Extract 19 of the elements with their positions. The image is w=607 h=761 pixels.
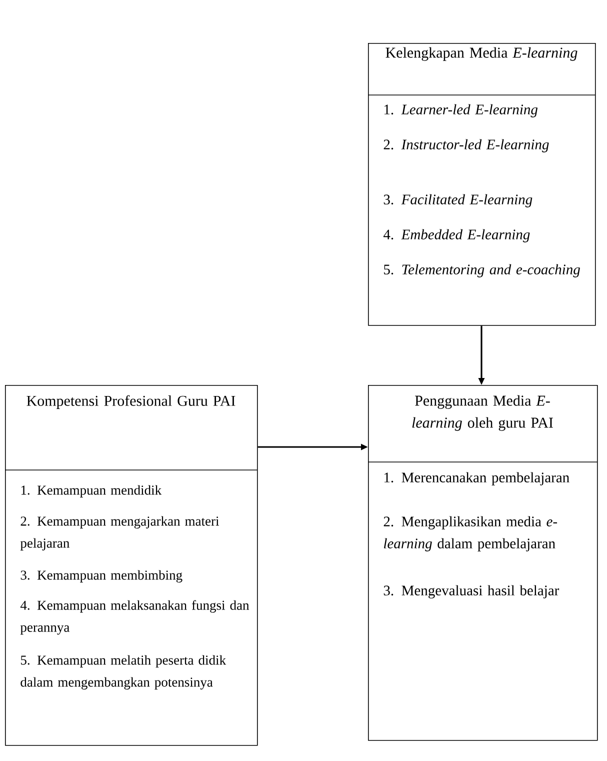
box-heading: Penggunaan Media E-learning oleh guru PAI [412, 395, 553, 431]
list-item: 4. Kemampuan melaksanakan fungsi dan perannya [20, 600, 250, 635]
list-item: 2. Mengaplikasikan media e-learning dalam pembelajaran [384, 516, 558, 552]
list-item: 5. Telementoring and e-coaching [384, 264, 580, 278]
split-box [368, 43, 596, 326]
box-heading: Kompetensi Profesional Guru PAI [26, 395, 236, 409]
list-item: 1. Kemampuan mendidik [21, 485, 162, 498]
list-item: 3. Mengevaluasi hasil belajar [384, 585, 560, 598]
list-item: 1. Merencanakan pembelajaran [384, 472, 570, 486]
box-heading: Kelengkapan Media E-learning [386, 47, 578, 61]
list-item: 3. Kemampuan membimbing [20, 570, 182, 582]
list-item: 1. Learner-led E-learning [384, 104, 538, 118]
list-item: 4. Embedded E-learning [383, 229, 530, 242]
list-item: 5. Kemampuan melatih peserta didik dalam mengembangkan potensinya [20, 655, 226, 690]
list-item: 2. Kemampuan mengajarkan materi pelajaran [20, 516, 219, 550]
list-item: 2. Instructor-led E-learning [384, 139, 549, 152]
split-box [368, 385, 598, 741]
split-box [4, 385, 258, 746]
list-item: 3. Facilitated E-learning [384, 194, 532, 208]
